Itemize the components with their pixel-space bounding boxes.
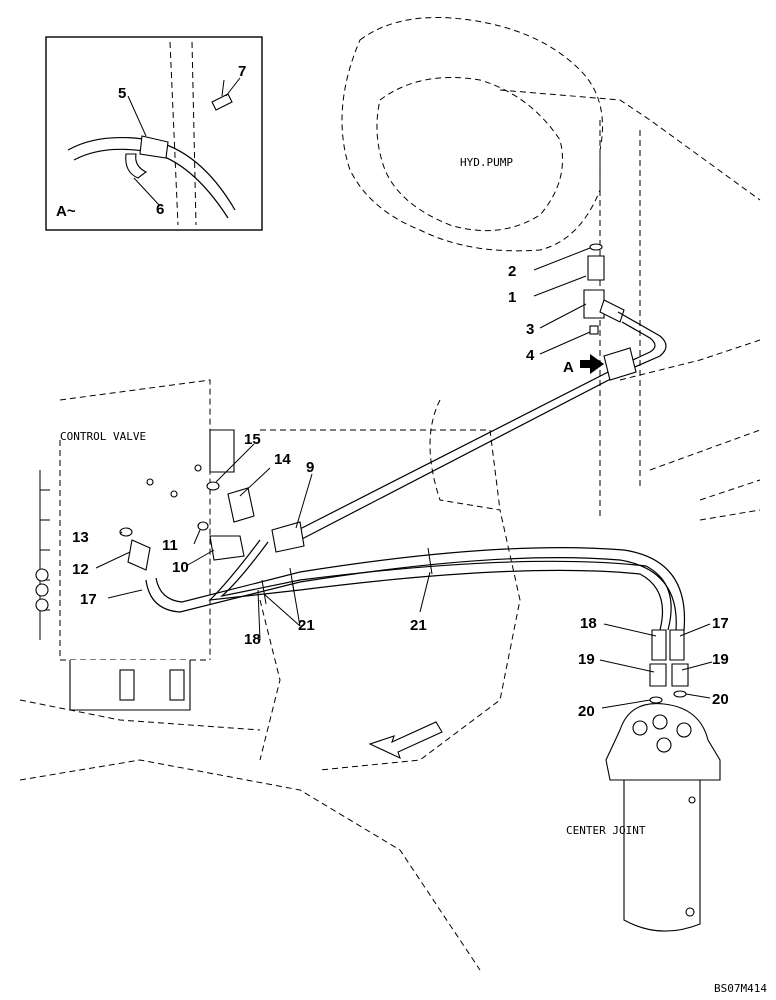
- callout-15: 15: [244, 431, 261, 448]
- callout-1: 1: [508, 289, 516, 306]
- machine-outline: [19, 17, 761, 971]
- callout-9: 9: [306, 459, 314, 476]
- callout-7: 7: [238, 63, 246, 80]
- callout-12: 12: [72, 561, 89, 578]
- callout-2: 2: [508, 263, 516, 280]
- callout-18-right: 18: [580, 615, 597, 632]
- callout-17-right: 17: [712, 615, 729, 632]
- center-joint: [605, 629, 721, 932]
- callout-17-left: 17: [80, 591, 97, 608]
- inset-label: A~: [56, 203, 76, 220]
- control-valve-label: CONTROL VALVE: [60, 430, 146, 443]
- callout-14: 14: [274, 451, 291, 468]
- control-valve-block: [35, 429, 255, 711]
- view-a-marker: A: [563, 359, 574, 376]
- callout-21-left: 21: [298, 617, 315, 634]
- front-direction-arrow: [368, 721, 443, 760]
- center-joint-label: CENTER JOINT: [566, 824, 646, 837]
- detail-view-a-inset: [45, 36, 263, 231]
- callout-20-right: 20: [712, 691, 729, 708]
- callouts: 5 6 7 2 1 3 4 15 14 9 13 11 12 10 17 18 …: [72, 63, 729, 720]
- callout-11: 11: [162, 537, 178, 554]
- view-a-arrow: [580, 354, 604, 374]
- callout-5: 5: [118, 85, 126, 102]
- callout-19-right: 19: [712, 651, 729, 668]
- callout-20-left: 20: [578, 703, 595, 720]
- leader-lines: [95, 77, 713, 709]
- hose-routing: [145, 311, 686, 631]
- callout-19-left: 19: [578, 651, 595, 668]
- callout-18-left: 18: [244, 631, 261, 648]
- callout-13: 13: [72, 529, 89, 546]
- callout-4: 4: [526, 347, 535, 364]
- callout-21-right: 21: [410, 617, 427, 634]
- pump-fittings: [583, 243, 625, 335]
- callout-10: 10: [172, 559, 189, 576]
- callout-6: 6: [156, 201, 164, 218]
- hyd-pump-label: HYD.PUMP: [460, 156, 513, 169]
- drawing-code: BS07M414: [714, 982, 767, 995]
- callout-3: 3: [526, 321, 534, 338]
